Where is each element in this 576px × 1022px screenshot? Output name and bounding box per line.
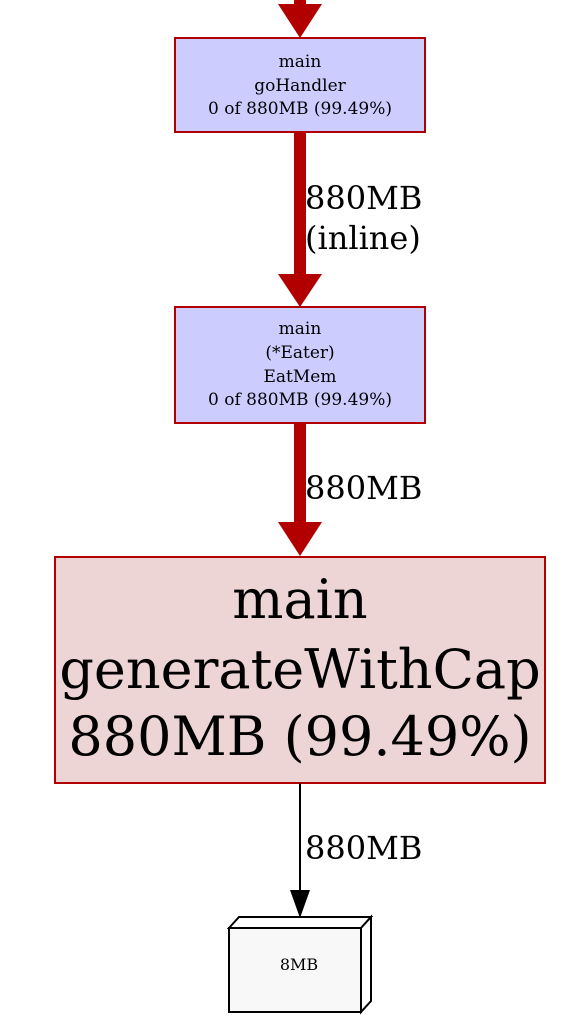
node-leaf-8mb-side xyxy=(360,914,372,1015)
edge-generate-to-leaf-arrowhead xyxy=(290,890,310,918)
edge-generate-to-leaf[interactable]: 880MB xyxy=(290,783,422,918)
node-eat-mem[interactable]: main (*Eater) EatMem 0 of 880MB (99.49%) xyxy=(174,306,426,424)
node-generate-with-cap-line-1: main xyxy=(232,568,367,631)
node-leaf-8mb-top xyxy=(226,916,374,929)
edge-go-handler-to-eat-mem[interactable]: 880MB (inline) xyxy=(278,132,422,307)
edge-incoming xyxy=(278,0,322,38)
edge-go-handler-to-eat-mem-arrowhead xyxy=(278,274,322,307)
node-eat-mem-line-2: (*Eater) xyxy=(265,343,334,363)
edge-eat-mem-to-generate-label: 880MB xyxy=(305,469,422,507)
node-generate-with-cap-line-2: generateWithCap xyxy=(59,638,540,701)
node-go-handler-line-3: 0 of 880MB (99.49%) xyxy=(208,99,392,119)
edge-incoming-arrowhead xyxy=(278,4,322,38)
node-eat-mem-line-4: 0 of 880MB (99.49%) xyxy=(208,390,392,410)
edge-eat-mem-to-generate[interactable]: 880MB xyxy=(278,423,422,556)
node-go-handler[interactable]: main goHandler 0 of 880MB (99.49%) xyxy=(174,37,426,133)
node-leaf-8mb[interactable]: 8MB xyxy=(226,914,374,1015)
node-leaf-8mb-front xyxy=(228,927,362,1013)
node-go-handler-line-1: main xyxy=(279,52,322,72)
node-generate-with-cap-box xyxy=(54,556,546,784)
node-eat-mem-box xyxy=(174,306,426,424)
node-eat-mem-line-1: main xyxy=(279,319,322,339)
edge-eat-mem-to-generate-arrowhead xyxy=(278,522,322,556)
node-generate-with-cap-line-3: 880MB (99.49%) xyxy=(68,705,531,768)
edge-generate-to-leaf-label: 880MB xyxy=(305,829,422,867)
edge-go-handler-to-eat-mem-label-2: (inline) xyxy=(305,219,421,257)
node-eat-mem-line-3: EatMem xyxy=(264,367,337,387)
node-go-handler-line-2: goHandler xyxy=(254,76,346,96)
edge-go-handler-to-eat-mem-label-1: 880MB xyxy=(305,179,422,217)
node-leaf-8mb-label: 8MB xyxy=(280,955,318,974)
node-generate-with-cap[interactable]: main generateWithCap 880MB (99.49%) xyxy=(54,556,546,784)
